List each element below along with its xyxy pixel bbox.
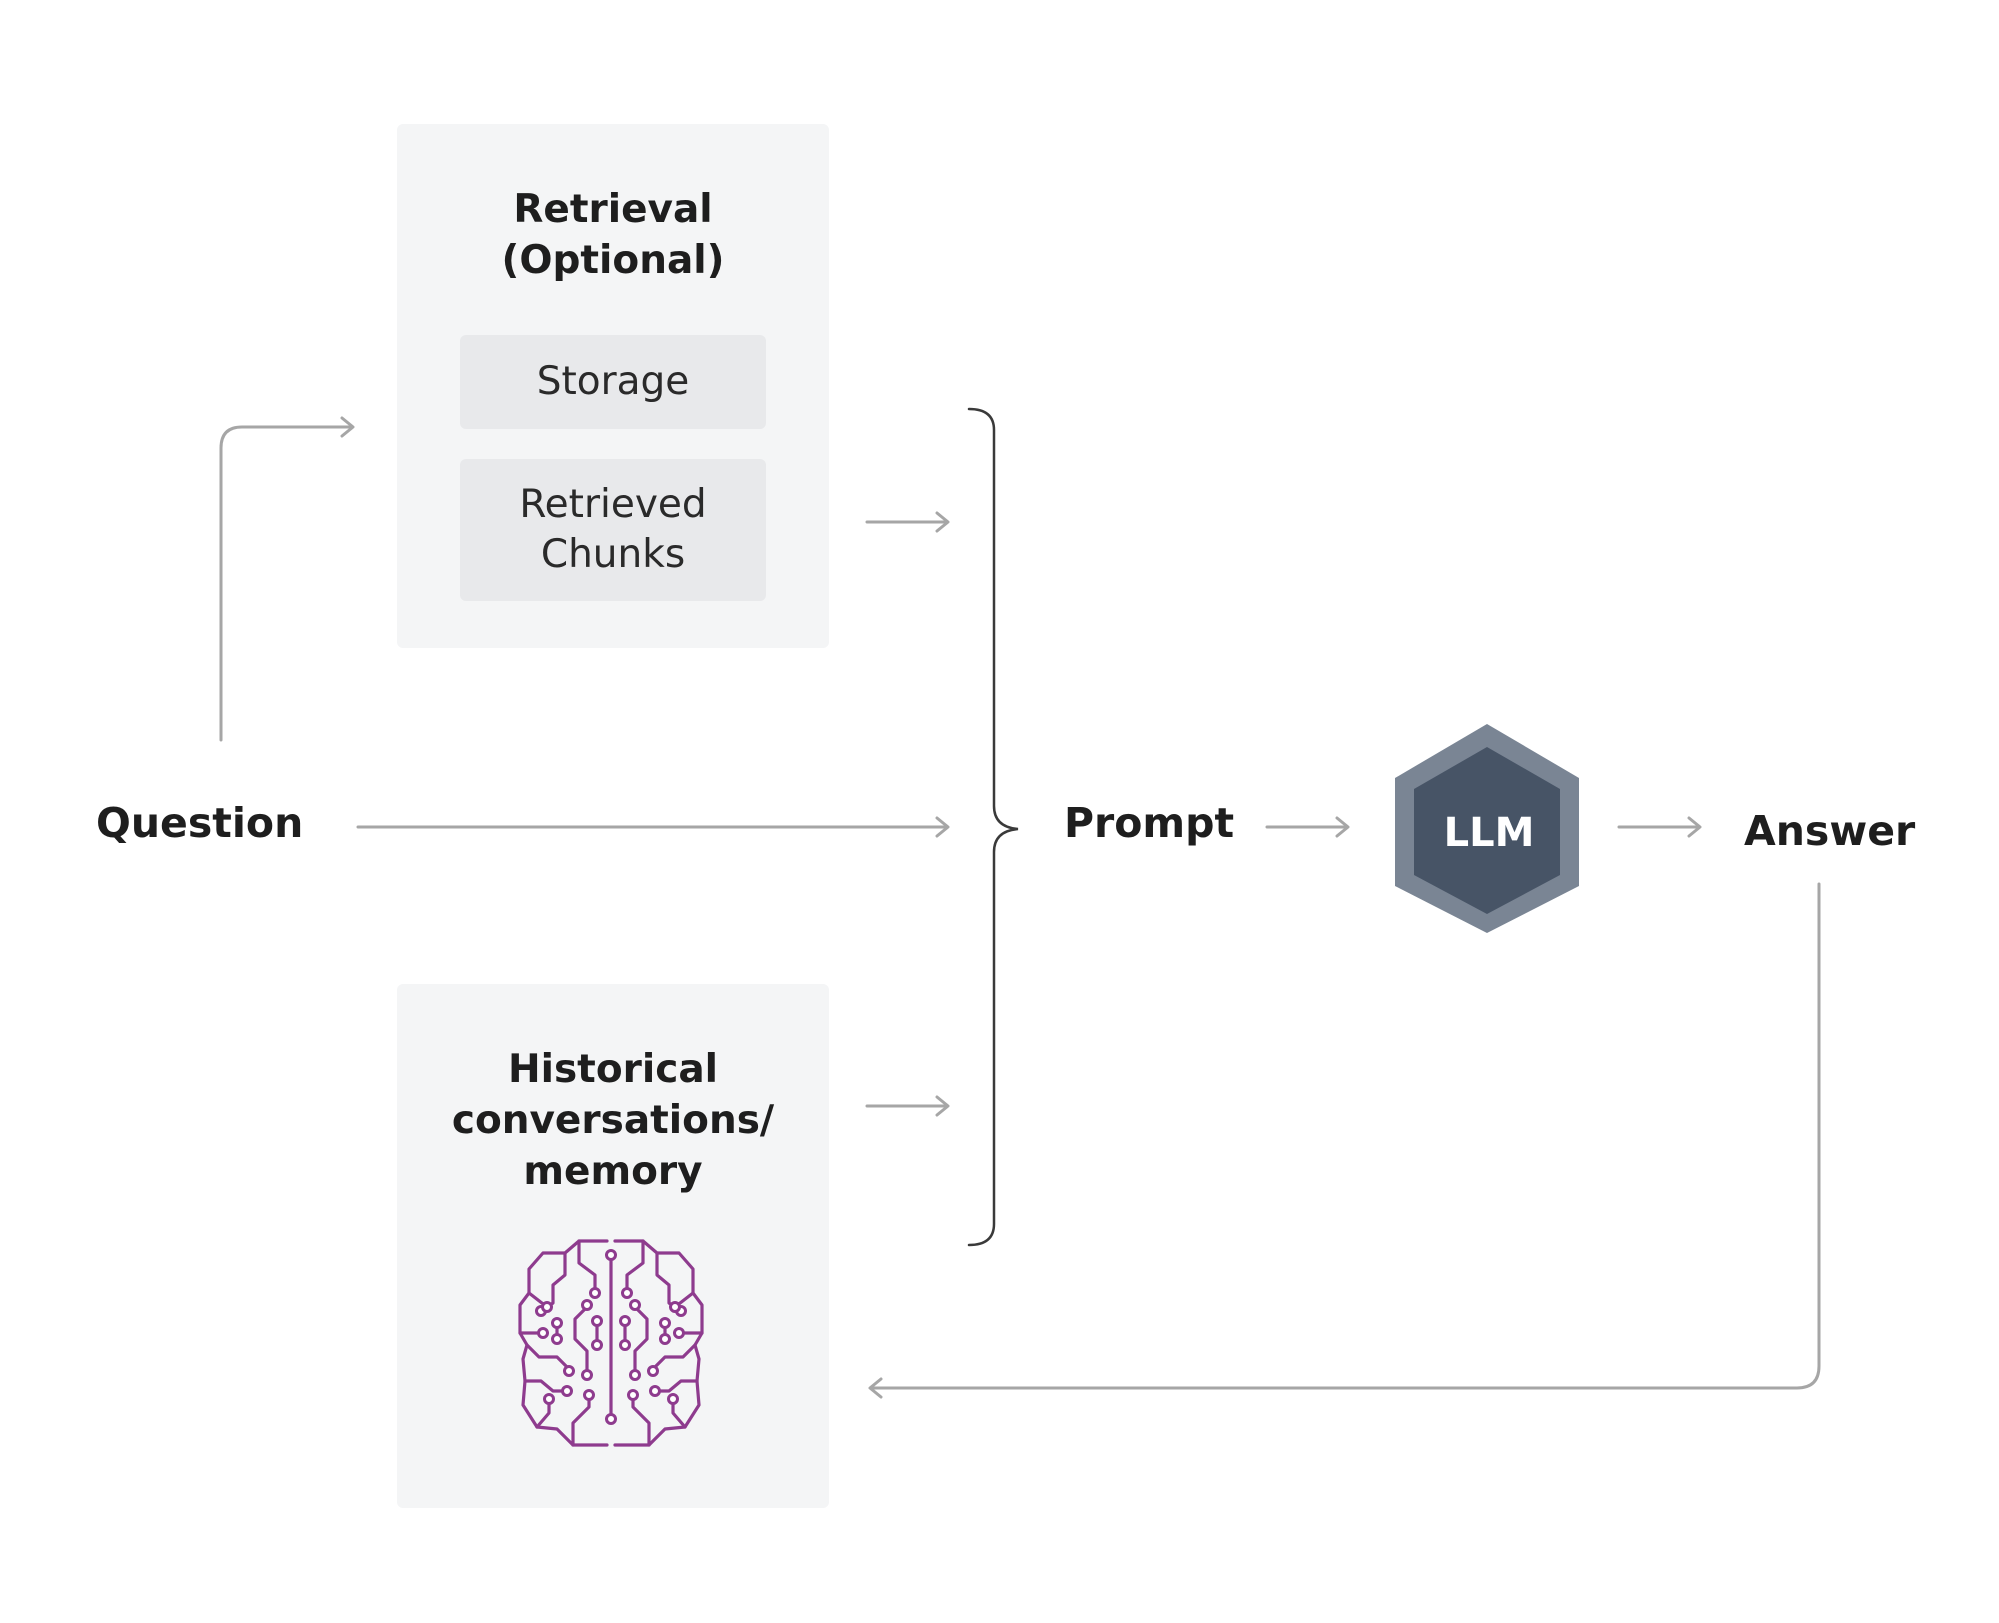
chunks-label-line2: Chunks [540,532,686,577]
llm-label: LLM [1443,810,1535,856]
answer-to-memory-arrow [869,882,1821,1390]
llm-hexagon-inner [1414,747,1560,914]
retrieved-chunks-box: Retrieved Chunks [460,459,766,601]
prompt-to-llm-arrowhead [1335,816,1350,838]
memory-panel: Historical conversations/ memory [397,984,829,1508]
prompt-brace [967,407,1019,1247]
retrieval-title: Retrieval (Optional) [397,184,829,286]
question-to-prompt-arrowhead [935,816,950,838]
question-to-retrieval-arrowhead [340,416,355,438]
prompt-label: Prompt [1064,799,1235,847]
retrieval-title-line1: Retrieval [513,187,713,232]
retrieval-title-line2: (Optional) [501,238,725,283]
storage-box: Storage [460,335,766,429]
storage-label: Storage [536,359,690,404]
memory-to-prompt-arrowhead [935,1095,950,1117]
memory-title-line3: memory [523,1149,703,1194]
retrieval-panel: Retrieval (Optional) Storage Retrieved C… [397,124,829,648]
brain-circuit-icon [518,1239,704,1447]
memory-title-line1: Historical [507,1047,719,1092]
question-to-retrieval-arrow [219,425,354,742]
answer-to-memory-arrowhead [868,1377,883,1399]
question-label: Question [96,799,304,847]
answer-label: Answer [1744,807,1916,855]
memory-title-line2: conversations/ [451,1098,775,1143]
llm-to-answer-arrowhead [1687,816,1702,838]
retrieval-to-prompt-arrowhead [935,511,950,533]
memory-title: Historical conversations/ memory [397,1044,829,1197]
chunks-label-line1: Retrieved [519,482,707,527]
